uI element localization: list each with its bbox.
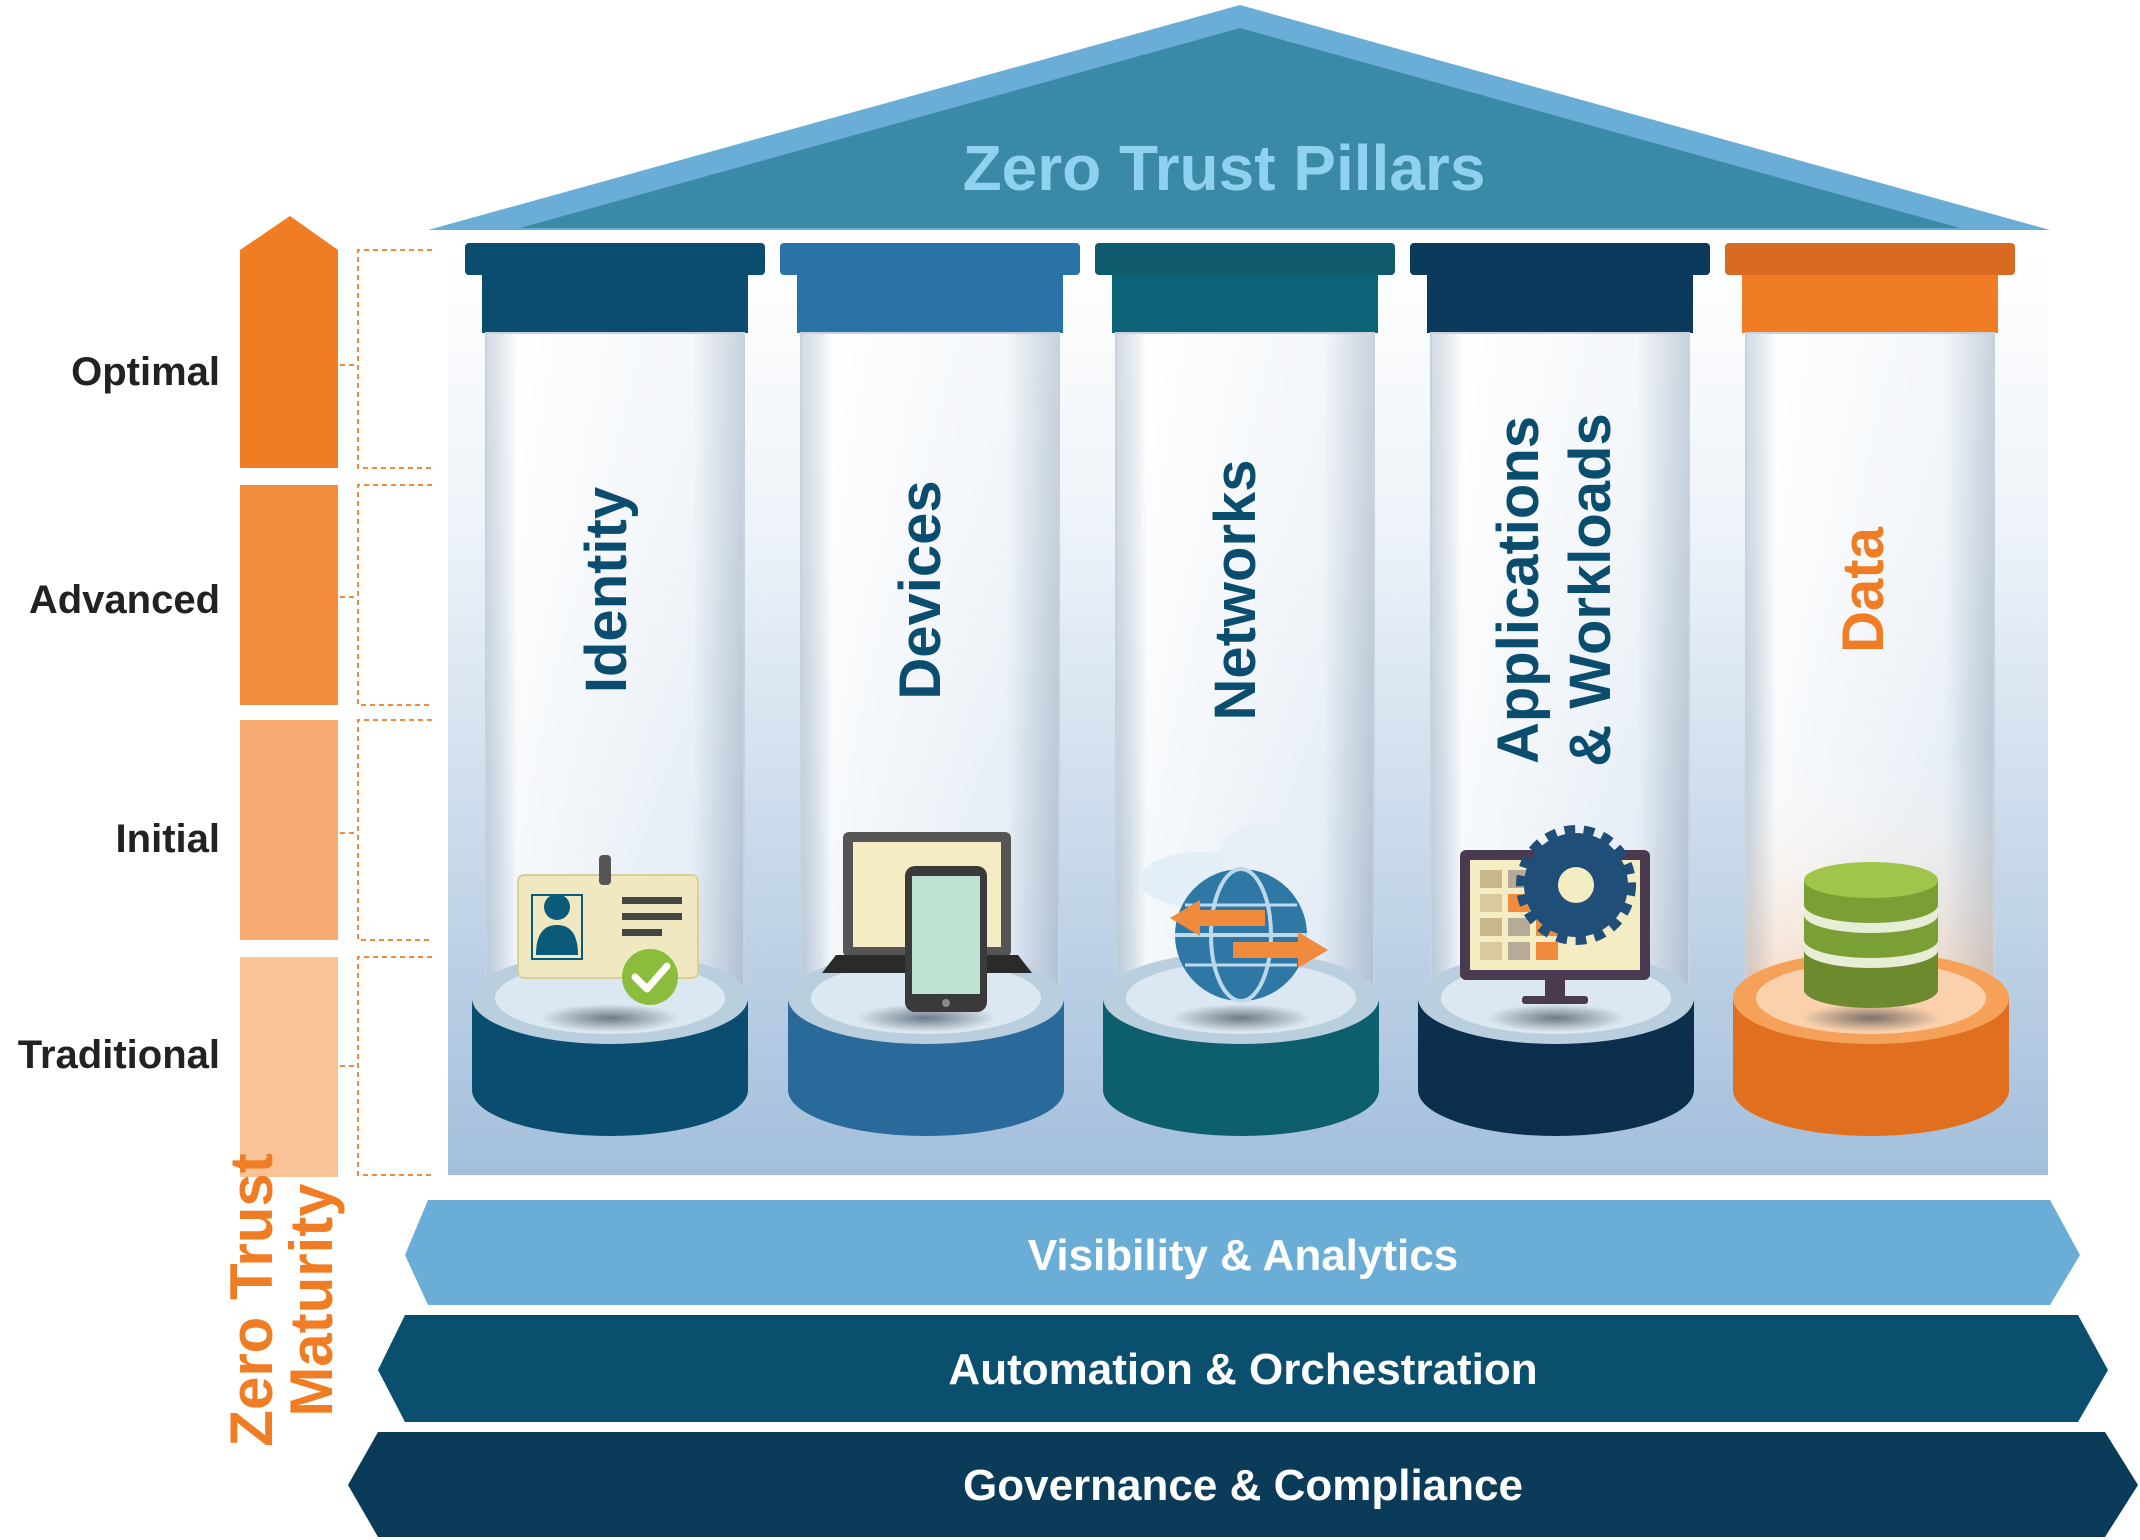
pillar-label-line1: Applications bbox=[1486, 416, 1551, 764]
pillar-identity: Identity bbox=[465, 243, 765, 1136]
pillar-applications-workloads: Applications & Workloads bbox=[1410, 243, 1710, 1136]
maturity-arrow bbox=[240, 216, 338, 1177]
app-gear-icon bbox=[1460, 825, 1650, 1004]
pillar-label: Devices bbox=[888, 480, 953, 699]
maturity-levels: Optimal Advanced Initial Traditional bbox=[18, 350, 220, 1077]
id-badge-icon bbox=[517, 855, 699, 1005]
level-traditional: Traditional bbox=[18, 1033, 220, 1077]
roof-title: Zero Trust Pillars bbox=[963, 132, 1486, 204]
level-initial: Initial bbox=[116, 817, 220, 861]
devices-icon bbox=[822, 832, 1032, 1012]
foundation-governance-compliance: Governance & Compliance bbox=[348, 1432, 2138, 1537]
maturity-axis-title: Zero Trust Maturity bbox=[218, 1153, 345, 1446]
foundation-label: Visibility & Analytics bbox=[1028, 1231, 1458, 1280]
database-icon bbox=[1804, 862, 1938, 1008]
foundation-label: Automation & Orchestration bbox=[948, 1345, 1537, 1394]
pillar-label: Identity bbox=[574, 487, 639, 693]
maturity-brackets bbox=[340, 249, 432, 1176]
pillar-label: Networks bbox=[1203, 459, 1268, 720]
roof: Zero Trust Pillars bbox=[428, 5, 2050, 230]
axis-title-line2: Maturity bbox=[278, 1183, 345, 1417]
pillar-data: Data bbox=[1725, 243, 2015, 1136]
foundation-automation-orchestration: Automation & Orchestration bbox=[378, 1315, 2108, 1422]
level-optimal: Optimal bbox=[71, 350, 220, 394]
pillar-devices: Devices bbox=[780, 243, 1080, 1136]
axis-title-line1: Zero Trust bbox=[218, 1153, 285, 1446]
foundation-visibility-analytics: Visibility & Analytics bbox=[405, 1200, 2080, 1305]
level-advanced: Advanced bbox=[29, 578, 220, 622]
globe-network-icon bbox=[1140, 823, 1328, 1003]
pillar-networks: Networks bbox=[1095, 243, 1395, 1136]
pillar-label: Applications & Workloads bbox=[1486, 413, 1623, 766]
pillar-label-line2: & Workloads bbox=[1558, 413, 1623, 766]
foundation-label: Governance & Compliance bbox=[963, 1461, 1523, 1510]
pillar-label: Data bbox=[1831, 526, 1896, 652]
